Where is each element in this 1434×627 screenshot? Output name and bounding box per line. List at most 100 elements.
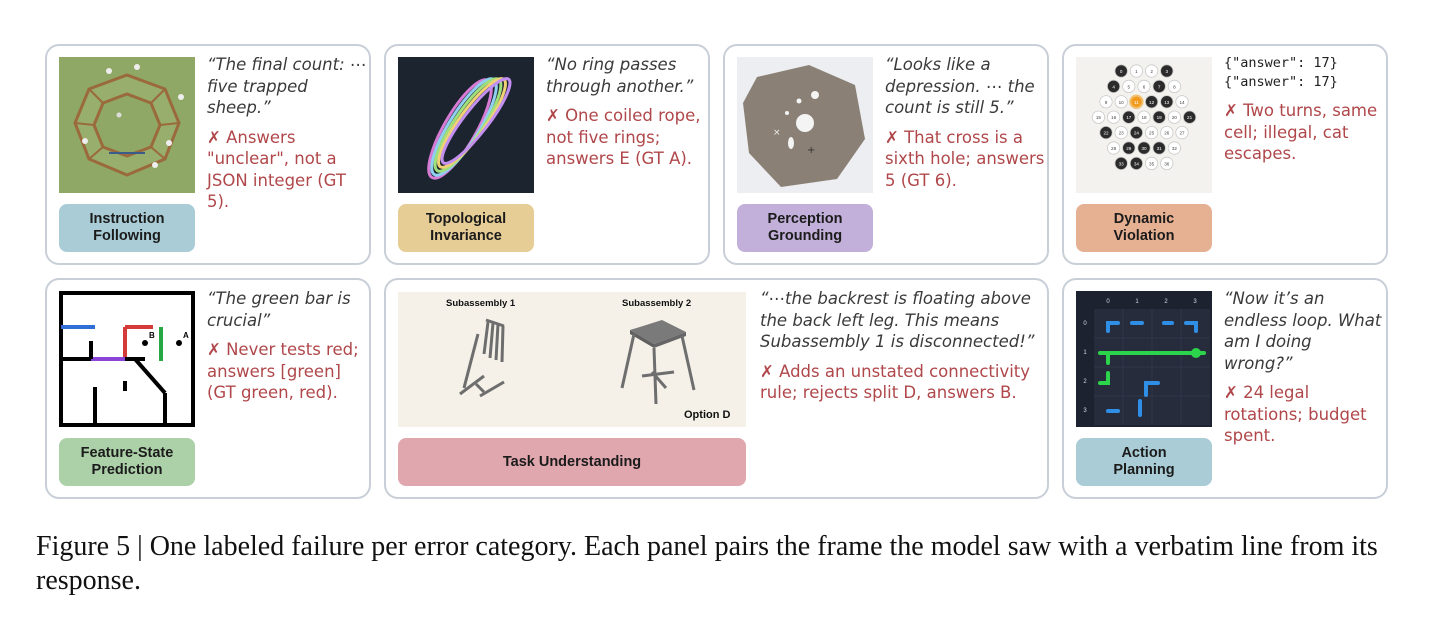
maze-label-a: A [183, 331, 189, 340]
grid-cell [1167, 110, 1182, 124]
grid-cell [1175, 126, 1189, 140]
grid-cell-number: 33 [1119, 161, 1125, 166]
coiled-rope-image [398, 57, 534, 193]
column-label: 2 [1164, 299, 1168, 305]
error-note: ✗ Adds an unstated connectivity rule; re… [760, 361, 1031, 403]
grid-cell-number: 29 [1126, 146, 1132, 151]
grid-cell [1160, 95, 1174, 109]
row-label: 2 [1083, 379, 1087, 385]
grid-cell [1152, 141, 1166, 155]
panel-text: “⋯the backrest is floating above the bac… [760, 288, 1046, 404]
grid-cell [1152, 110, 1166, 124]
model-quote: “The green bar is crucial” [207, 289, 351, 330]
grid-cell [1106, 110, 1121, 124]
category-badge: Feature-State Prediction [59, 438, 195, 486]
panel-task-understanding: Subassembly 1 Subassembly 2 [384, 278, 1049, 499]
grid-cell [1167, 141, 1182, 155]
panel-instruction-following: Instruction Following “The final count: … [45, 44, 371, 265]
grid-cell [1145, 95, 1159, 109]
row-label: 1 [1083, 350, 1087, 356]
model-quote: “The final count: ⋯ five trapped sheep.” [207, 55, 367, 117]
column-label: 1 [1135, 299, 1139, 305]
panel-text: {"answer": 17} {"answer": 17} ✗ Two turn… [1224, 54, 1384, 165]
subassembly-1-label: Subassembly 1 [446, 298, 516, 309]
pipe-puzzle-image: 0 1 2 3 0 1 2 3 [1076, 291, 1212, 427]
grid-cell-number: 23 [1119, 131, 1125, 136]
grid-cell [1183, 110, 1197, 124]
sheep-pen-image [59, 57, 195, 193]
grid-cell [1137, 79, 1151, 94]
grid-cell-number: 27 [1179, 131, 1185, 136]
grid-cell [1099, 95, 1113, 109]
error-note: ✗ Never tests red; answers [green] (GT g… [207, 340, 359, 402]
grid-cell-number: 1 [1135, 69, 1138, 74]
panel-text: “The green bar is crucial” ✗ Never tests… [207, 288, 367, 404]
panel-text: “Looks like a depression. ⋯ the count is… [885, 54, 1045, 191]
grid-cell [1114, 95, 1128, 109]
grid-cell [1091, 110, 1106, 124]
model-quote: “Now it’s an endless loop. What am I doi… [1224, 289, 1382, 373]
grid-cell-number: 13 [1164, 100, 1170, 105]
grid-cell-number: 0 [1120, 69, 1123, 74]
grid-cell [1129, 126, 1144, 140]
maze-label-b: B [149, 331, 155, 340]
grid-cell-number: 11 [1134, 100, 1139, 105]
grid-cell [1152, 79, 1166, 94]
grid-cell [1160, 126, 1174, 140]
option-label: Option D [684, 409, 730, 421]
grid-cell-number: 12 [1149, 100, 1155, 105]
category-badge: Perception Grounding [737, 204, 873, 252]
grid-cell-number: 18 [1141, 115, 1147, 120]
grid-cell [1114, 64, 1128, 78]
grid-cell-number: 15 [1096, 115, 1102, 120]
panel-text: “Now it’s an endless loop. What am I doi… [1224, 288, 1384, 447]
grid-cell [1145, 156, 1159, 171]
svg-text:×: × [773, 128, 781, 138]
grid-cell [1106, 79, 1121, 94]
grid-cell-number: 20 [1172, 115, 1178, 120]
column-label: 0 [1106, 299, 1110, 305]
grid-cell-number: 16 [1111, 115, 1117, 120]
model-quote: “No ring passes through another.” [546, 55, 694, 96]
category-badge: Dynamic Violation [1076, 204, 1212, 252]
grid-cell [1160, 64, 1174, 78]
row-label: 0 [1083, 321, 1087, 327]
grid-cell-number: 7 [1158, 84, 1161, 89]
grid-cell [1129, 156, 1144, 171]
category-badge: Task Understanding [398, 438, 746, 486]
error-note: ✗ Two turns, same cell; illegal, cat esc… [1224, 101, 1378, 163]
grid-cell [1145, 126, 1159, 140]
grid-cell-number: 2 [1150, 69, 1153, 74]
grid-cell-number: 6 [1143, 84, 1146, 89]
grid-cell [1160, 156, 1174, 171]
grid-cell-number: 3 [1166, 69, 1169, 74]
grid-cell-number: 21 [1187, 115, 1193, 120]
panel-text: “The final count: ⋯ five trapped sheep.”… [207, 54, 367, 213]
panel-perception-grounding: × + Perception Grounding “Looks like a d… [723, 44, 1049, 265]
grid-cell-number: 25 [1149, 131, 1155, 136]
row-label: 3 [1083, 408, 1087, 414]
grid-cell-number: 24 [1134, 131, 1140, 136]
grid-cell [1137, 141, 1151, 155]
panel-text: “No ring passes through another.” ✗ One … [546, 54, 706, 170]
model-quote: “Looks like a depression. ⋯ the count is… [885, 55, 1035, 117]
panel-feature-state-prediction: B A Feature-State Prediction “The green … [45, 278, 371, 499]
grid-cell-number: 19 [1157, 115, 1163, 120]
grid-cell-number: 4 [1112, 84, 1115, 89]
grid-cell [1122, 110, 1136, 124]
category-badge: Instruction Following [59, 204, 195, 252]
grid-cell-number: 30 [1141, 146, 1147, 151]
grid-cell-number: 34 [1134, 161, 1140, 166]
grid-cell-number: 22 [1103, 131, 1109, 136]
column-label: 3 [1193, 299, 1197, 305]
grid-cell [1099, 126, 1113, 140]
grid-cell [1167, 79, 1182, 94]
grid-cell [1129, 64, 1144, 78]
model-quote: “⋯the backrest is floating above the bac… [760, 289, 1035, 351]
grid-cell-number: 9 [1105, 100, 1108, 105]
grid-cell-number: 8 [1173, 84, 1176, 89]
error-note: ✗ That cross is a sixth hole; answers 5 … [885, 127, 1045, 190]
grid-cell [1114, 156, 1128, 171]
